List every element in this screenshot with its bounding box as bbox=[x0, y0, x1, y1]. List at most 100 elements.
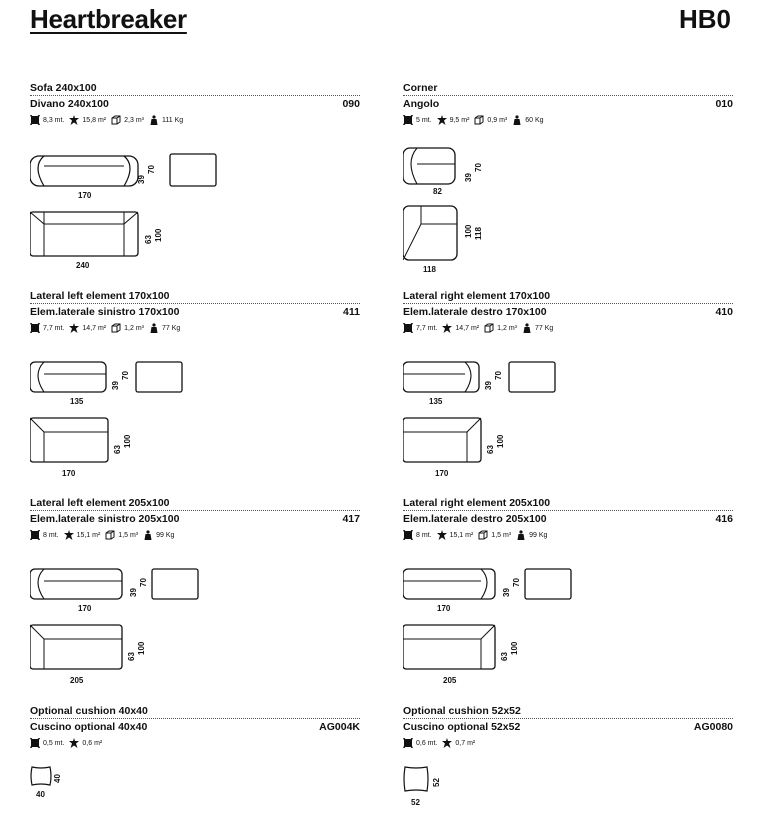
spec-row: 0,6 mt. 0,7 m² bbox=[403, 737, 733, 749]
item-title-en: Lateral left element 205x100 bbox=[30, 497, 170, 509]
item-lateral-right-170: Lateral right element 170x100 Elem.later… bbox=[403, 290, 733, 478]
spec-fabric: 5 mt. bbox=[416, 116, 432, 124]
dim-plan-width: 170 bbox=[62, 469, 76, 478]
item-drawing: 52 52 bbox=[403, 766, 441, 807]
plan-view bbox=[30, 211, 139, 257]
dim-side-height: 39 bbox=[111, 381, 120, 390]
dim-plan-width: 118 bbox=[423, 265, 436, 274]
front-view bbox=[403, 568, 496, 600]
item-title-en: Lateral right element 205x100 bbox=[403, 497, 551, 509]
front-view bbox=[30, 568, 123, 600]
dim-side-height: 39 bbox=[484, 381, 493, 390]
collection-title: Heartbreaker bbox=[30, 4, 187, 34]
dim-plan-depth-inner: 100 bbox=[464, 224, 473, 238]
spec-row: 8,3 mt. 15,8 m² 2,3 m³ 111 Kg bbox=[30, 114, 360, 126]
dim-front-width: 170 bbox=[78, 604, 92, 613]
weight-icon bbox=[150, 115, 158, 125]
leather-hide-icon bbox=[69, 323, 80, 333]
plan-view bbox=[30, 624, 123, 670]
item-title-it: Elem.laterale destro 170x100 bbox=[403, 306, 547, 318]
spec-leather: 14,7 m² bbox=[455, 324, 480, 332]
collection-code: HB0 bbox=[678, 4, 731, 34]
box-volume-icon bbox=[484, 323, 494, 333]
dim-plan-width: 170 bbox=[435, 469, 449, 478]
item-code: 410 bbox=[715, 306, 733, 318]
dim-height: 40 bbox=[53, 774, 62, 783]
item-drawing: 40 40 bbox=[30, 766, 62, 799]
dim-side-depth: 70 bbox=[121, 371, 130, 380]
leather-hide-icon bbox=[69, 115, 80, 125]
dim-front-width: 135 bbox=[70, 397, 84, 406]
cushion-view bbox=[403, 766, 429, 792]
dim-plan-width: 205 bbox=[443, 676, 457, 685]
spec-leather: 14,7 m² bbox=[82, 324, 107, 332]
side-view bbox=[169, 153, 217, 187]
spec-volume: 0,9 m³ bbox=[487, 116, 508, 124]
item-title-it: Elem.laterale destro 205x100 bbox=[403, 513, 547, 525]
spec-row: 5 mt. 9,5 m² 0,9 m³ 60 Kg bbox=[403, 114, 733, 126]
dim-plan-depth-inner: 63 bbox=[113, 445, 122, 454]
dim-plan-depth: 100 bbox=[137, 641, 146, 655]
front-view bbox=[403, 361, 480, 393]
spec-row: 7,7 mt. 14,7 m² 1,2 m³ 77 Kg bbox=[403, 322, 733, 334]
item-cushion-40: Optional cushion 40x40 Cuscino optional … bbox=[30, 705, 360, 799]
dim-plan-depth: 118 bbox=[474, 227, 483, 240]
spec-leather: 15,8 m² bbox=[82, 116, 107, 124]
item-code: 411 bbox=[343, 306, 360, 318]
weight-icon bbox=[513, 115, 521, 125]
fabric-icon bbox=[30, 115, 40, 125]
spec-fabric: 8 mt. bbox=[43, 531, 59, 539]
spec-row: 0,5 mt. 0,6 m² bbox=[30, 737, 360, 749]
spec-weight: 111 Kg bbox=[161, 116, 184, 124]
item-title-en: Optional cushion 52x52 bbox=[403, 705, 521, 717]
dim-side-depth: 70 bbox=[512, 578, 521, 587]
dim-side-height: 39 bbox=[502, 588, 511, 597]
spec-leather: 9,5 m² bbox=[449, 116, 470, 124]
item-title-en: Corner bbox=[403, 82, 438, 94]
leather-hide-icon bbox=[442, 323, 453, 333]
item-drawing: 39 70 82 100 118 118 bbox=[403, 147, 483, 274]
item-title-en: Sofa 240x100 bbox=[30, 82, 97, 94]
spec-volume: 1,2 m³ bbox=[124, 324, 144, 332]
item-code: 417 bbox=[342, 513, 360, 525]
side-view bbox=[135, 361, 183, 393]
item-title-it: Cuscino optional 40x40 bbox=[30, 721, 148, 733]
dim-front-width: 135 bbox=[429, 397, 443, 406]
dim-side-height: 39 bbox=[137, 175, 146, 184]
item-cushion-52: Optional cushion 52x52 Cuscino optional … bbox=[403, 705, 733, 807]
item-drawing: 39 70 135 63 100 170 bbox=[403, 361, 556, 478]
box-volume-icon bbox=[111, 115, 121, 125]
plan-view bbox=[403, 205, 458, 261]
fabric-icon bbox=[30, 323, 40, 333]
dim-plan-depth-inner: 63 bbox=[127, 652, 136, 661]
spec-fabric: 7,7 mt. bbox=[416, 324, 438, 332]
leather-hide-icon bbox=[63, 530, 74, 540]
fabric-icon bbox=[403, 115, 413, 125]
item-lateral-left-205: Lateral left element 205x100 Elem.latera… bbox=[30, 497, 360, 685]
item-title-it: Divano 240x100 bbox=[30, 98, 109, 110]
leather-hide-icon bbox=[69, 738, 80, 748]
item-title-it: Cuscino optional 52x52 bbox=[403, 721, 521, 733]
item-title-it: Elem.laterale sinistro 170x100 bbox=[30, 306, 180, 318]
spec-weight: 99 Kg bbox=[529, 531, 548, 539]
item-code: 416 bbox=[715, 513, 733, 525]
spec-weight: 77 Kg bbox=[161, 324, 181, 332]
fabric-icon bbox=[30, 738, 40, 748]
item-title-en: Lateral right element 170x100 bbox=[403, 290, 551, 302]
item-title-en: Optional cushion 40x40 bbox=[30, 705, 148, 717]
spec-row: 8 mt. 15,1 m² 1,5 m³ 99 Kg bbox=[403, 529, 733, 541]
spec-volume: 1,5 m³ bbox=[118, 531, 139, 539]
weight-icon bbox=[517, 530, 525, 540]
dim-front-width: 170 bbox=[437, 604, 451, 613]
dim-width: 40 bbox=[36, 790, 45, 799]
dim-plan-depth: 100 bbox=[154, 228, 163, 242]
dim-side-height: 39 bbox=[464, 173, 473, 182]
box-volume-icon bbox=[474, 115, 484, 125]
spec-fabric: 7,7 mt. bbox=[43, 324, 65, 332]
dim-side-depth: 70 bbox=[494, 371, 503, 380]
spec-fabric: 8,3 mt. bbox=[43, 116, 65, 124]
dim-width: 52 bbox=[411, 798, 420, 807]
spec-weight: 60 Kg bbox=[525, 116, 544, 124]
front-view bbox=[403, 147, 456, 185]
item-drawing: 39 70 170 63 100 205 bbox=[30, 568, 199, 685]
